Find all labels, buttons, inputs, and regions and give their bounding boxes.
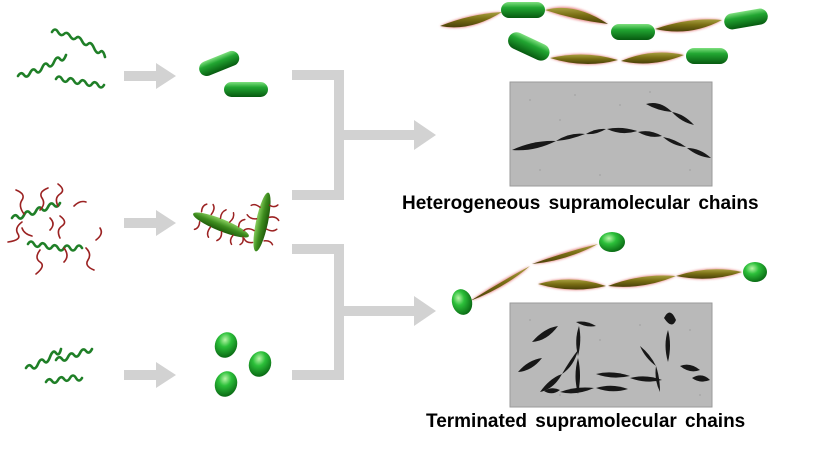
tem-image-terminated — [509, 302, 713, 408]
merge-connector-top — [292, 70, 436, 200]
arrow-right-2 — [124, 210, 176, 236]
merge-connector-bottom — [292, 244, 436, 380]
terminated-chain-model — [451, 232, 767, 315]
helix-coil-block-polymer-icon — [7, 183, 103, 275]
helix-polymer-icon — [16, 28, 107, 89]
heterogeneous-chains-caption: Heterogeneous supramolecular chains — [402, 193, 759, 214]
short-helix-polymer-icon — [24, 347, 94, 385]
arrow-right-1 — [124, 63, 176, 89]
heterogeneous-chain-model — [440, 2, 768, 65]
tem-image-heterogeneous — [509, 81, 713, 187]
arrow-right-3 — [124, 362, 176, 388]
green-rod-micelles-icon — [199, 50, 268, 97]
green-ellipsoid-seeds-icon — [214, 332, 272, 397]
hairy-spindle-micelles-icon — [193, 192, 280, 252]
terminated-chains-caption: Terminated supramolecular chains — [426, 411, 746, 432]
